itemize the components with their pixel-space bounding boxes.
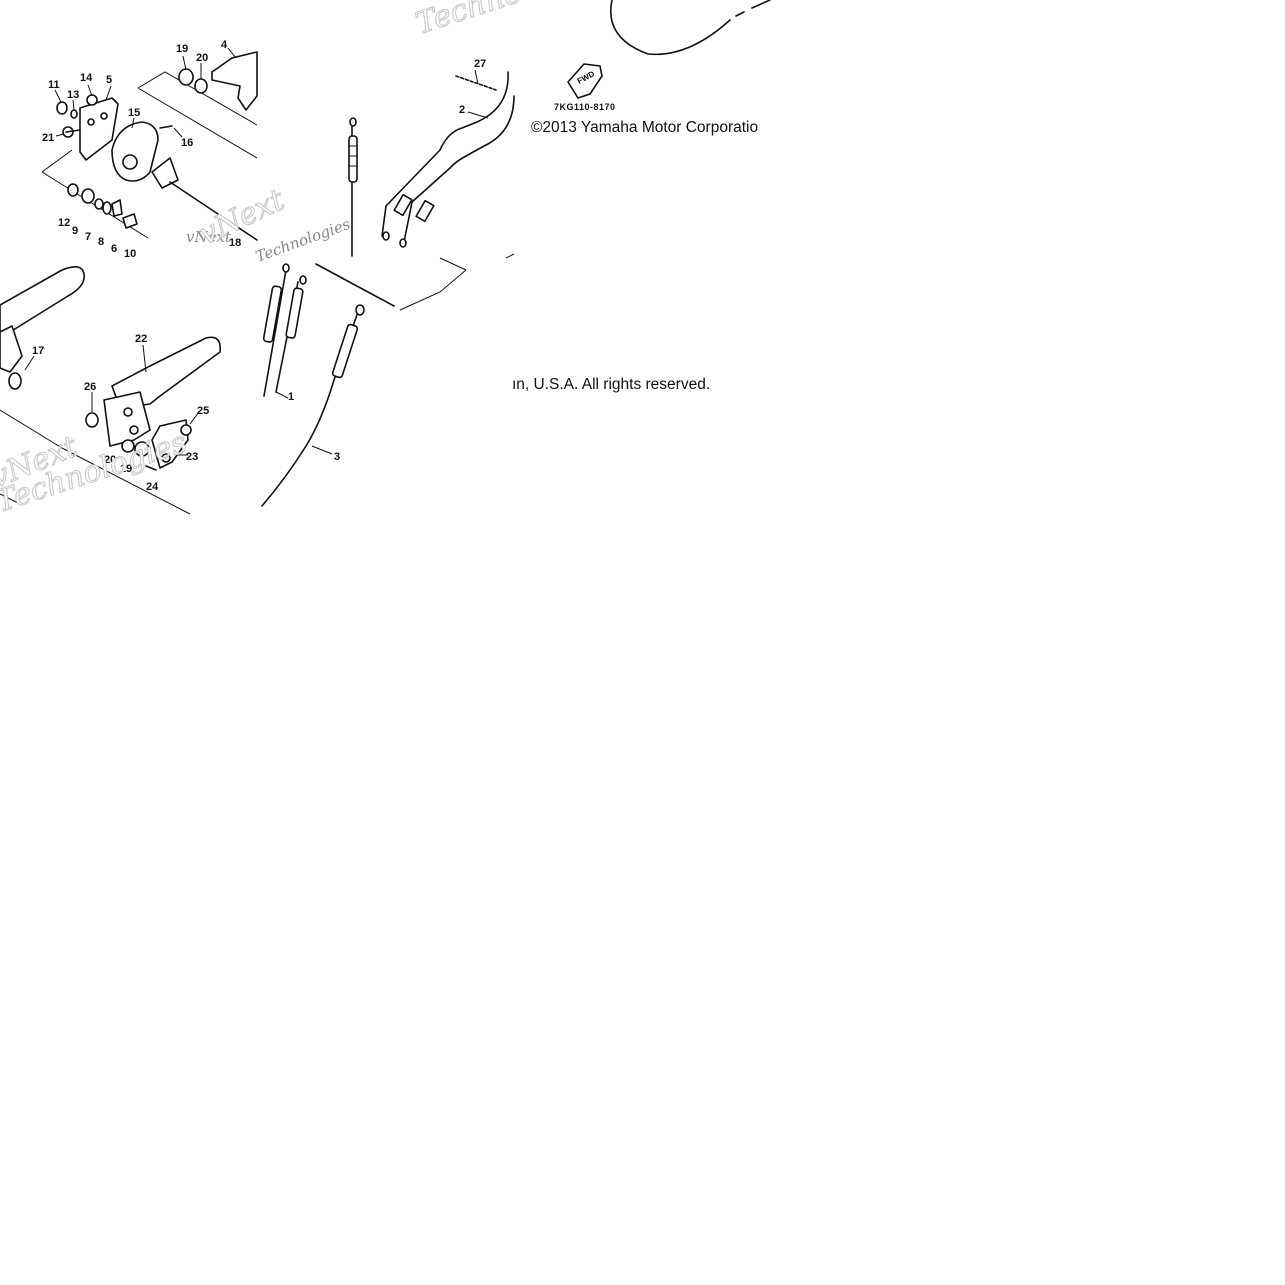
tile-cables-top: 27 2 Techno Technologies [253, 0, 526, 266]
lever-shaft [151, 157, 179, 189]
part-label-27: 27 [474, 58, 486, 70]
copyright-part-1: ©2013 Yamaha Motor Corporatio [531, 119, 758, 136]
part-label-4: 4 [221, 39, 228, 51]
part-label-14: 14 [80, 72, 93, 84]
part-label-11: 11 [48, 79, 60, 91]
part-label-15: 15 [128, 107, 140, 119]
part-label-21: 21 [42, 132, 54, 144]
part-label-5: 5 [106, 74, 112, 86]
watermark-vnext: vNext [186, 228, 232, 246]
bracket-plate [79, 97, 119, 161]
part-label-3: 3 [334, 451, 340, 463]
part-label-24: 24 [146, 481, 159, 493]
handle-tube [211, 51, 258, 111]
part-label-9: 9 [72, 225, 78, 237]
part-label-26: 26 [84, 381, 96, 393]
fwd-arrow-icon: FWD [567, 63, 603, 99]
watermark-techno: Techno [412, 0, 526, 42]
tile-cables-bottom: 1 3 [261, 253, 515, 507]
part-label-23: 23 [186, 451, 198, 463]
part-label-19b: 19 [120, 463, 132, 475]
part-label-7: 7 [85, 231, 91, 243]
part-label-2: 2 [459, 104, 465, 116]
part-label-20: 20 [196, 52, 208, 64]
part-label-12: 12 [58, 217, 70, 229]
part-label-25: 25 [197, 405, 209, 417]
tile-control-box: 11 13 14 5 15 21 16 19 20 4 12 9 7 8 6 1… [41, 39, 291, 260]
tile-cable-loop: FWD 7KG110-8170 ©2013 Yamaha Motor Corpo… [531, 0, 771, 136]
diagram-code: 7KG110-8170 [554, 102, 616, 112]
part-label-8: 8 [98, 236, 104, 248]
part-label-13: 13 [67, 89, 79, 101]
part-label-6: 6 [111, 243, 117, 255]
copyright-part-2: ın, U.S.A. All rights reserved. [512, 376, 710, 393]
part-label-17: 17 [32, 345, 44, 357]
part-label-16: 16 [181, 137, 193, 149]
part-label-10: 10 [124, 248, 136, 260]
part-label-18: 18 [229, 237, 241, 249]
cam-disc [111, 121, 159, 182]
part-label-1: 1 [288, 391, 294, 403]
handle-grip [111, 336, 222, 409]
tile-handles: 17 22 26 25 23 20 19 24 vNext Technologi… [0, 266, 222, 520]
part-label-22: 22 [135, 333, 147, 345]
part-label-19: 19 [176, 43, 188, 55]
part-label-20b: 20 [104, 454, 116, 466]
